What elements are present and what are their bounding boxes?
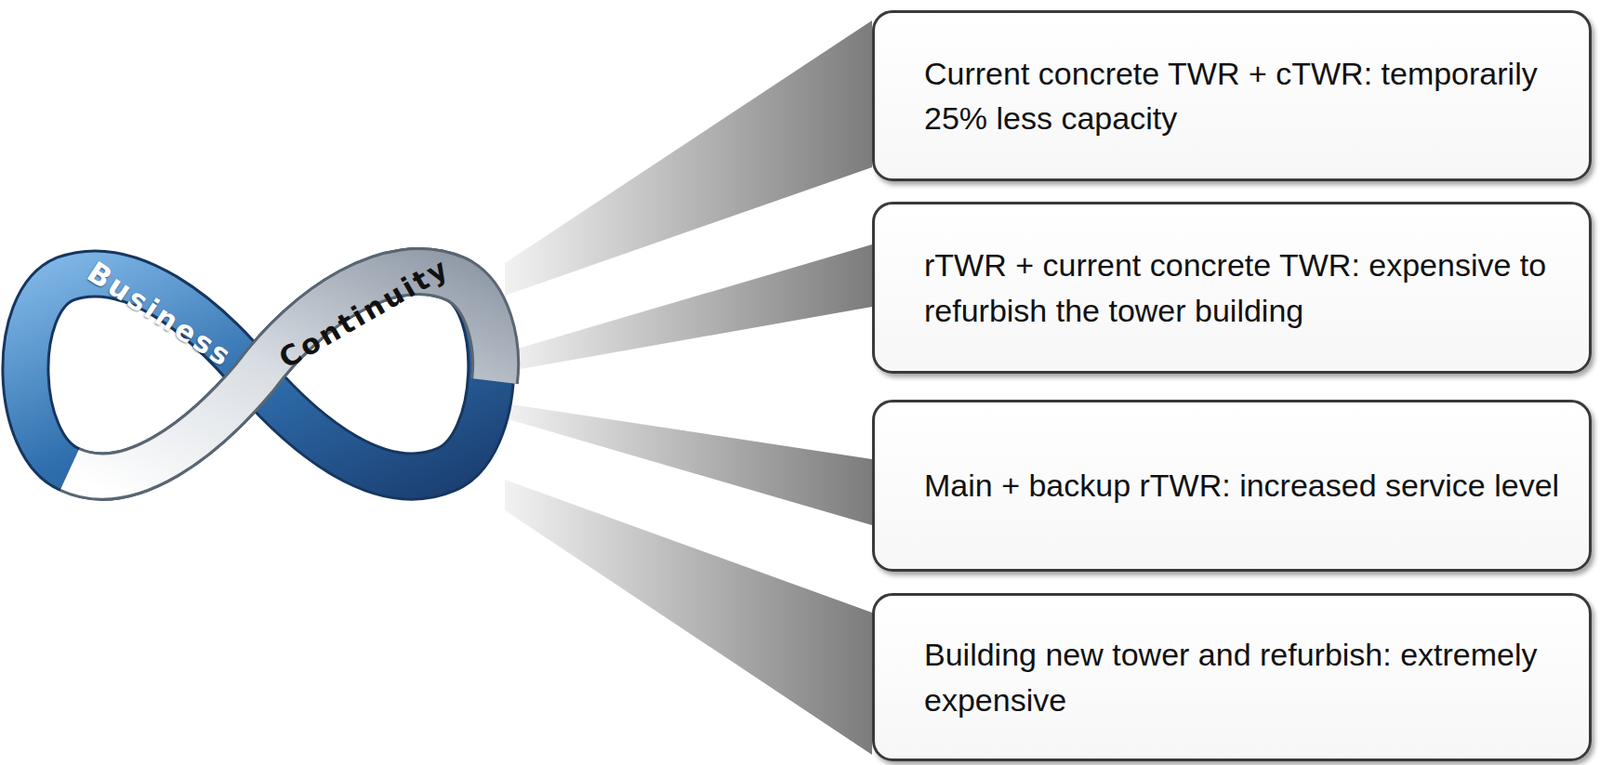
infinity-ribbon xyxy=(25,271,496,477)
connector-wedges xyxy=(504,20,873,755)
option-box: Building new tower and refurbish: extrem… xyxy=(872,593,1592,762)
option-text: rTWR + current concrete TWR: expensive t… xyxy=(924,242,1563,333)
wedge xyxy=(504,20,873,296)
option-text: Main + backup rTWR: increased service le… xyxy=(924,462,1560,508)
wedge xyxy=(504,479,873,755)
option-text: Current concrete TWR + cTWR: temporarily… xyxy=(924,51,1563,142)
option-text: Building new tower and refurbish: extrem… xyxy=(924,632,1563,723)
option-box: rTWR + current concrete TWR: expensive t… xyxy=(872,201,1592,374)
option-box: Main + backup rTWR: increased service le… xyxy=(872,399,1592,572)
wedge xyxy=(504,244,873,372)
option-box: Current concrete TWR + cTWR: temporarily… xyxy=(872,10,1592,182)
